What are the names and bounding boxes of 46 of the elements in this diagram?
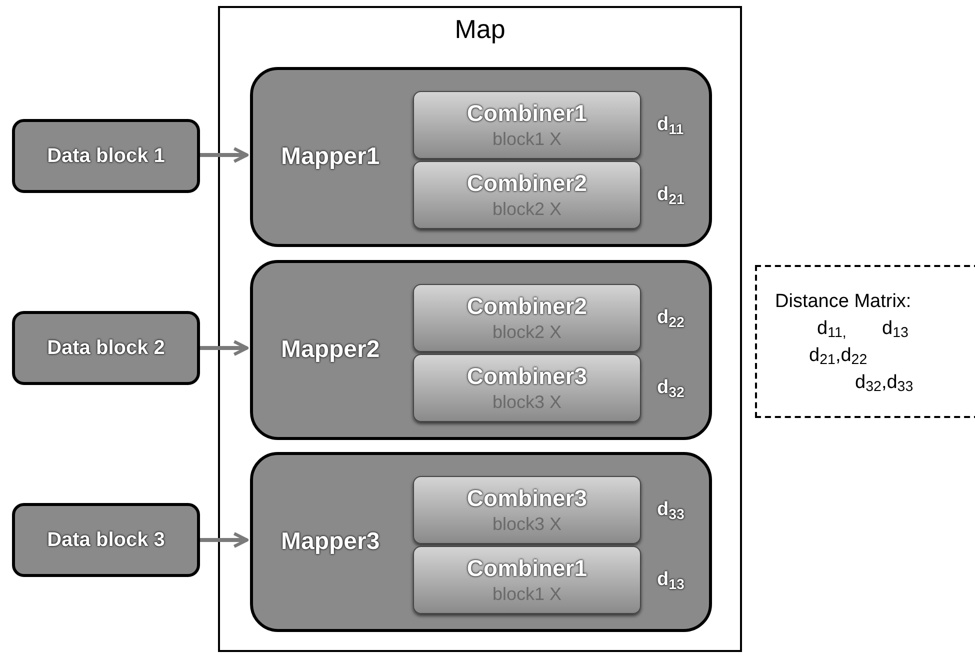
mapper-label: Mapper1: [281, 142, 380, 172]
block-label: block1 X: [492, 583, 562, 606]
data-block-box: [12, 311, 200, 385]
block-label: block1 X: [492, 128, 562, 151]
matrix-row-text: d$_{32}$,d$_{33}$: [854, 370, 914, 396]
mapper-box: [250, 260, 712, 440]
matrix-heading: Distance Matrix:: [775, 290, 912, 314]
arrow: [200, 147, 249, 163]
distance-label: d$_{33}$: [657, 498, 684, 524]
combiner-box: [413, 354, 641, 422]
arrow: [200, 340, 249, 356]
block-label: block2 X: [492, 198, 562, 221]
block-label: block3 X: [492, 391, 562, 414]
distance-label: d$_{13}$: [657, 568, 684, 594]
combiner-title: Combiner1: [466, 554, 588, 582]
distance-label: d$_{32}$: [657, 376, 684, 402]
data-block-box: [12, 503, 200, 577]
mapper-label: Mapper2: [281, 335, 380, 365]
mapper-box: [250, 452, 712, 632]
distance-matrix-box: [755, 265, 975, 418]
distance-label: d$_{11}$: [657, 113, 684, 140]
combiner-box: [413, 284, 641, 352]
mapper-box: [250, 67, 712, 247]
matrix-row-text: d$_{11,}$ d$_{13}$: [816, 316, 910, 342]
matrix-row-text: d$_{21}$,d$_{22}$: [808, 344, 868, 368]
mapper-label: Mapper3: [281, 527, 380, 557]
map-container: [218, 6, 742, 652]
combiner-title: Combiner2: [466, 169, 588, 197]
data-block-label: Data block 1: [47, 144, 165, 169]
combiner-title: Combiner3: [466, 484, 588, 512]
distance-label: d$_{22}$: [657, 306, 684, 332]
combiner-title: Combiner2: [466, 292, 588, 320]
combiner-title: Combiner1: [466, 99, 588, 127]
block-label: block2 X: [492, 321, 562, 344]
combiner-title: Combiner3: [466, 362, 588, 390]
distance-label: d$_{21}$: [657, 183, 684, 210]
combiner-box: [413, 91, 641, 159]
combiner-box: [413, 546, 641, 614]
container-title: Map: [454, 13, 506, 46]
data-block-label: Data block 3: [47, 528, 165, 553]
data-block-box: [12, 119, 200, 193]
arrow: [200, 532, 249, 548]
combiner-box: [413, 161, 641, 229]
block-label: block3 X: [492, 513, 562, 536]
data-block-label: Data block 2: [47, 336, 165, 361]
combiner-box: [413, 476, 641, 544]
